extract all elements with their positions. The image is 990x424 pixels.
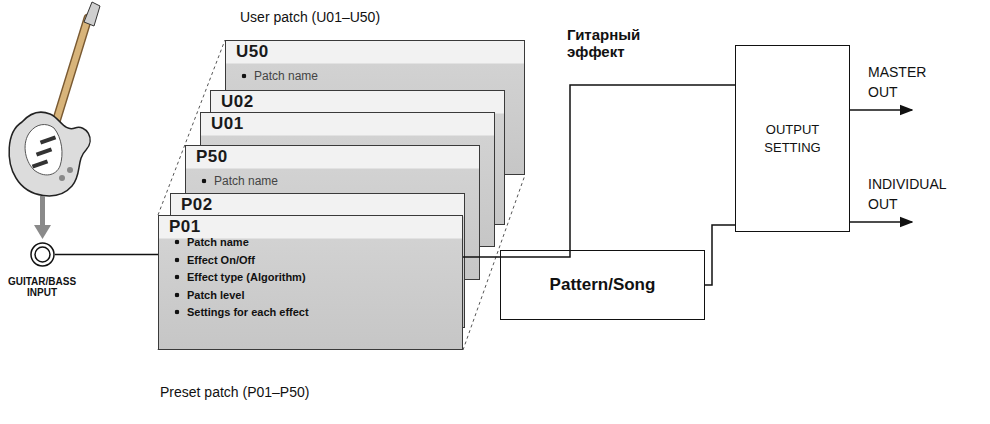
patch-number: U01 — [211, 114, 244, 134]
guitar-pickup — [32, 159, 48, 168]
output-label: INDIVIDUAL OUT — [868, 174, 964, 214]
process-box: OUTPUT SETTING — [735, 45, 850, 232]
guitar-pickguard — [25, 125, 62, 175]
arrow-shaft — [40, 196, 45, 226]
guitar-illustration — [9, 2, 100, 196]
patch-parameter: Patch name — [240, 69, 318, 83]
patch-number: U02 — [221, 92, 254, 112]
input-label: GUITAR/BASS INPUT — [2, 276, 82, 298]
caption-label: Preset patch (P01–P50) — [160, 384, 360, 401]
box-label: OUTPUT SETTING — [748, 121, 838, 156]
patch-number: P01 — [169, 217, 201, 237]
output-arrow — [850, 221, 912, 223]
guitar-knob — [67, 167, 73, 173]
jack-ring — [31, 243, 54, 266]
patch-parameter: Effect On/Off — [173, 254, 255, 266]
guitar-neck — [56, 18, 88, 122]
signal-arrow — [34, 196, 51, 239]
caption-label: User patch (U01–U50) — [240, 9, 440, 26]
guitar-pickup — [40, 135, 56, 144]
patch-number: U50 — [236, 42, 269, 62]
patch-parameter: Effect type (Algorithm) — [173, 271, 306, 283]
signal-line — [705, 225, 735, 285]
input-jack: GUITAR/BASS INPUT — [30, 242, 55, 267]
patch-parameter: Patch level — [173, 289, 244, 301]
process-box: Pattern/Song — [500, 250, 705, 320]
arrow-head — [34, 225, 51, 239]
jack-outline — [30, 242, 55, 267]
output-label: MASTER OUT — [868, 62, 934, 102]
guitar-fretboard — [56, 18, 88, 122]
guitar-body — [9, 112, 90, 196]
guitar-headstock — [84, 2, 100, 26]
jack-hole — [35, 247, 50, 262]
stack-guides — [158, 40, 525, 350]
patch-parameter: Patch name — [173, 236, 249, 248]
patch-parameter: Patch name — [200, 174, 278, 188]
output-arrow — [850, 109, 912, 111]
patch-number: P02 — [181, 195, 213, 215]
guitar-pickup — [36, 147, 52, 156]
patch-number: P50 — [196, 147, 228, 167]
signal-line — [55, 254, 158, 256]
box-label: Pattern/Song — [508, 274, 698, 297]
caption-label: Гитарный эффект — [567, 26, 651, 60]
guitar-knob — [59, 175, 65, 181]
patch-parameter: Settings for each effect — [173, 306, 309, 318]
patch-card: P01Patch nameEffect On/OffEffect type (A… — [158, 215, 463, 350]
signal-line — [463, 85, 735, 257]
